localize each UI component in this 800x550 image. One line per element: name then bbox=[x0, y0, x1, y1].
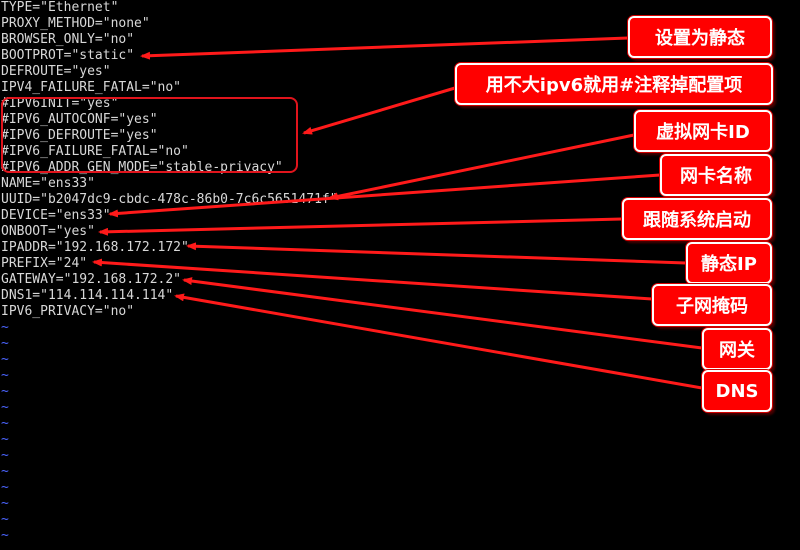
config-line-ipv6-failure-fatal[interactable]: #IPV6_FAILURE_FATAL="no" bbox=[1, 144, 189, 159]
arrow-ipaddr bbox=[186, 242, 687, 265]
arrow-dns bbox=[174, 293, 703, 390]
ipv6-highlight-box bbox=[1, 97, 298, 173]
config-line-proxy-method[interactable]: PROXY_METHOD="none" bbox=[1, 16, 150, 31]
config-line-dns1[interactable]: DNS1="114.114.114.114" bbox=[1, 288, 174, 303]
empty-line-marker: ~ bbox=[1, 384, 9, 399]
config-line-onboot[interactable]: ONBOOT="yes" bbox=[1, 224, 95, 239]
callout-gateway: 网关 bbox=[702, 328, 772, 370]
arrow-gateway bbox=[182, 277, 703, 350]
empty-line-marker: ~ bbox=[1, 336, 9, 351]
arrow-uuid bbox=[328, 133, 635, 201]
config-line-ipv6-autoconf[interactable]: #IPV6_AUTOCONF="yes" bbox=[1, 112, 158, 127]
arrow-prefix bbox=[92, 258, 653, 301]
config-line-gateway[interactable]: GATEWAY="192.168.172.2" bbox=[1, 272, 182, 287]
config-line-ipv6-privacy[interactable]: IPV6_PRIVACY="no" bbox=[1, 304, 135, 319]
empty-line-marker: ~ bbox=[1, 496, 9, 511]
callout-name: 网卡名称 bbox=[660, 154, 772, 196]
config-line-ipv4-failure-fatal[interactable]: IPV4_FAILURE_FATAL="no" bbox=[1, 80, 182, 95]
config-line-defroute[interactable]: DEFROUTE="yes" bbox=[1, 64, 111, 79]
config-line-name[interactable]: NAME="ens33" bbox=[1, 176, 95, 191]
empty-line-marker: ~ bbox=[1, 320, 9, 335]
empty-line-marker: ~ bbox=[1, 528, 9, 543]
empty-line-marker: ~ bbox=[1, 432, 9, 447]
empty-line-marker: ~ bbox=[1, 512, 9, 527]
empty-line-marker: ~ bbox=[1, 448, 9, 463]
config-line-prefix[interactable]: PREFIX="24" bbox=[1, 256, 88, 271]
config-line-bootprot[interactable]: BOOTPROT="static" bbox=[1, 48, 135, 63]
callout-ipaddr: 静态IP bbox=[686, 242, 772, 284]
config-line-type[interactable]: TYPE="Ethernet" bbox=[1, 0, 119, 15]
config-line-browser-only[interactable]: BROWSER_ONLY="no" bbox=[1, 32, 135, 47]
empty-line-marker: ~ bbox=[1, 400, 9, 415]
empty-line-marker: ~ bbox=[1, 352, 9, 367]
arrow-name bbox=[108, 173, 661, 218]
config-line-ipv6-defroute[interactable]: #IPV6_DEFROUTE="yes" bbox=[1, 128, 158, 143]
arrow-static bbox=[140, 36, 629, 60]
arrow-ipv6 bbox=[302, 86, 456, 135]
config-line-ipaddr[interactable]: IPADDR="192.168.172.172" bbox=[1, 240, 189, 255]
callout-ipv6: 用不大ipv6就用#注释掉配置项 bbox=[455, 63, 773, 105]
empty-line-marker: ~ bbox=[1, 416, 9, 431]
empty-line-marker: ~ bbox=[1, 368, 9, 383]
callout-static: 设置为静态 bbox=[628, 16, 772, 58]
empty-line-marker: ~ bbox=[1, 480, 9, 495]
callout-dns: DNS bbox=[702, 370, 772, 412]
callout-onboot: 跟随系统启动 bbox=[622, 198, 772, 240]
config-line-device[interactable]: DEVICE="ens33" bbox=[1, 208, 111, 223]
callout-uuid: 虚拟网卡ID bbox=[634, 110, 772, 152]
arrow-onboot bbox=[98, 217, 623, 236]
empty-line-marker: ~ bbox=[1, 464, 9, 479]
config-line-ipv6init[interactable]: #IPV6INIT="yes" bbox=[1, 96, 119, 111]
callout-prefix: 子网掩码 bbox=[652, 284, 772, 326]
